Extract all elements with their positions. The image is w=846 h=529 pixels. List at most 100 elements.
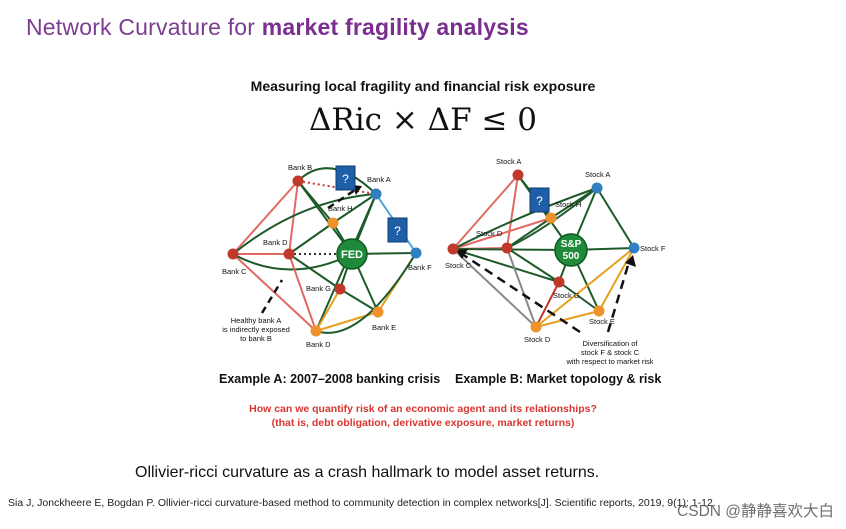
node-label: Stock H xyxy=(555,200,581,209)
node-stock-e xyxy=(593,305,605,317)
annotation-line: Healthy bank A xyxy=(231,316,281,325)
diversification-arrow xyxy=(606,261,631,333)
edge xyxy=(288,253,317,332)
unknown-marker: ? xyxy=(394,224,401,238)
node-label: Bank B xyxy=(288,163,312,172)
unknown-marker: ? xyxy=(536,194,543,208)
node-label: Stock G xyxy=(553,291,580,300)
node-label: Bank C xyxy=(222,267,247,276)
annotation-line: Diversification of xyxy=(582,339,638,348)
node-bank-g xyxy=(334,283,346,295)
node-stock-c xyxy=(447,243,459,255)
node-bank-c xyxy=(227,248,239,260)
edge xyxy=(288,253,341,290)
node-label: Bank D xyxy=(263,238,288,247)
edge xyxy=(297,180,377,195)
edge xyxy=(297,167,377,195)
hub-label-line2: 500 xyxy=(563,251,580,262)
node-label: Stock D xyxy=(524,335,551,344)
edge xyxy=(506,247,560,283)
node-label: Bank F xyxy=(408,263,432,272)
edge xyxy=(506,247,537,328)
unknown-asset-box xyxy=(335,165,356,191)
node-bank-d2 xyxy=(310,325,322,337)
annotation-line: with respect to market risk xyxy=(565,357,653,366)
edge xyxy=(232,180,299,255)
edge xyxy=(535,310,600,328)
exposure-arrow xyxy=(327,188,356,210)
node-stock-h xyxy=(545,212,557,224)
node-label: Bank A xyxy=(367,175,391,184)
hallmark-suffix: model asset returns. xyxy=(454,464,600,481)
edge xyxy=(506,217,552,249)
annotation-pointer xyxy=(260,279,284,314)
unknown-asset-box xyxy=(529,187,550,213)
research-question: How can we quantify risk of an economic … xyxy=(0,403,846,430)
node-stock-f xyxy=(628,242,640,254)
network-a: ? ? FED Bank B Bank A Bank H Bank D Bank… xyxy=(222,163,432,349)
node-label: Bank D xyxy=(306,340,331,349)
network-b: ? S&P 500 Stock A Stock A Stock H Stock … xyxy=(445,157,666,366)
network-a-labels: Bank B Bank A Bank H Bank D Bank C Bank … xyxy=(222,163,432,349)
question-line-1: How can we quantify risk of an economic … xyxy=(249,403,597,415)
citation: Sia J, Jonckheere E, Bogdan P. Ollivier-… xyxy=(8,497,716,509)
edge xyxy=(558,281,600,312)
edge xyxy=(506,174,519,249)
node-stock-d-mid xyxy=(501,242,513,254)
node-stock-a-top xyxy=(512,169,524,181)
edge xyxy=(452,174,519,250)
hallmark-prefix: Ollivier-ricci curvature as a crash hall… xyxy=(135,464,455,481)
edge xyxy=(596,187,635,249)
network-a-annotation: Healthy bank A is indirectly exposed to … xyxy=(222,316,290,343)
title-prefix: Network Curvature for xyxy=(26,14,262,40)
edge xyxy=(288,222,334,255)
node-label: Bank H xyxy=(328,204,353,213)
node-bank-h xyxy=(327,217,339,229)
node-label: Bank E xyxy=(372,323,396,332)
node-bank-a xyxy=(370,188,382,200)
edge xyxy=(535,281,560,328)
edge xyxy=(339,288,379,313)
edge xyxy=(598,247,635,312)
network-b-annotation: Diversification of stock F & stock C wit… xyxy=(565,339,653,366)
node-label: Stock D xyxy=(476,229,503,238)
edge xyxy=(550,187,598,219)
edge xyxy=(452,248,537,328)
hallmark-statement: Ollivier-ricci curvature as a crash hall… xyxy=(135,464,599,482)
slide-subtitle: Measuring local fragility and financial … xyxy=(250,78,596,94)
hub-fed xyxy=(336,238,368,270)
arrow-head xyxy=(625,255,636,267)
caption-example-a: Example A: 2007–2008 banking crisis xyxy=(219,372,441,386)
watermark: CSDN @静静喜欢大白 xyxy=(677,503,834,520)
annotation-line: stock F & stock C xyxy=(581,348,640,357)
question-line-2: (that is, debt obligation, derivative ex… xyxy=(271,416,575,429)
edge xyxy=(452,217,552,250)
edge xyxy=(332,193,377,224)
edge xyxy=(288,180,299,255)
annotation-line: to bank B xyxy=(240,334,272,343)
node-stock-d xyxy=(530,321,542,333)
hub-sp500 xyxy=(554,233,588,267)
arrow-head xyxy=(456,249,468,259)
caption-example-b: Example B: Market topology & risk xyxy=(455,372,662,386)
hub-label: FED xyxy=(341,249,363,261)
node-stock-g xyxy=(553,276,565,288)
edge xyxy=(452,248,560,283)
network-b-labels: Stock A Stock A Stock H Stock D Stock C … xyxy=(445,157,666,344)
node-label: Stock C xyxy=(445,261,472,270)
node-label: Stock F xyxy=(640,244,666,253)
node-bank-e xyxy=(372,306,384,318)
network-a-edges xyxy=(232,167,417,334)
node-stock-a xyxy=(591,182,603,194)
edge xyxy=(315,288,341,332)
node-label: Bank G xyxy=(306,284,331,293)
node-label: Stock A xyxy=(496,157,521,166)
node-label: Stock A xyxy=(585,170,610,179)
slide-title: Network Curvature for market fragility a… xyxy=(26,14,529,41)
title-highlight: market fragility analysis xyxy=(261,14,529,40)
edge xyxy=(452,187,598,250)
node-bank-f xyxy=(410,247,422,259)
unknown-marker: ? xyxy=(342,172,349,186)
hub-label-line1: S&P xyxy=(561,239,582,250)
